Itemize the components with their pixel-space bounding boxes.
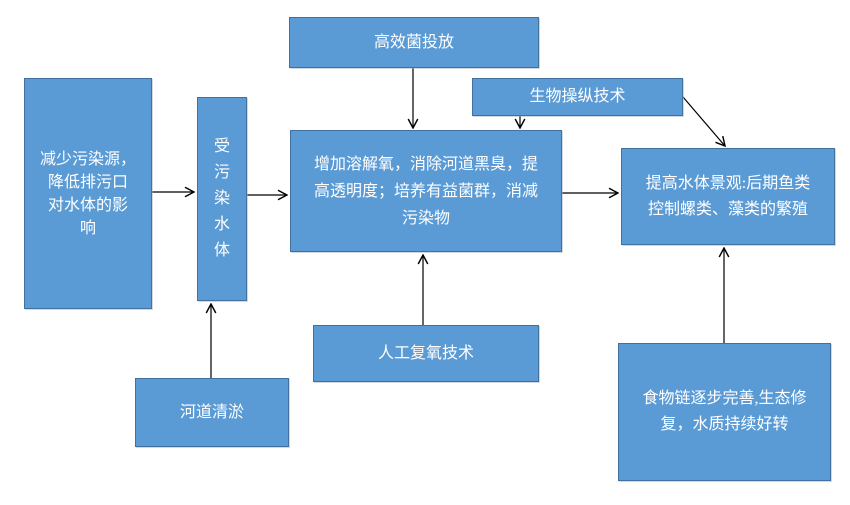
node-bio-manipulation: 生物操纵技术 <box>472 78 683 116</box>
node-bio-manipulation-label: 生物操纵技术 <box>529 88 626 106</box>
node-efficient-bacteria: 高效菌投放 <box>289 17 539 68</box>
node-reduce-pollution-label: 减少污染源， 降低排污口 对水体的影 响 <box>39 150 136 237</box>
node-improve-landscape: 提高水体景观:后期鱼类 控制螺类、藻类的繁殖 <box>621 148 835 245</box>
node-polluted-water: 受 污 染 水 体 <box>197 97 247 301</box>
node-polluted-water-label: 受 污 染 水 体 <box>213 138 230 259</box>
node-increase-oxygen-label: 增加溶解氧，消除河道黑臭，提 高透明度；培养有益菌群，消减 污染物 <box>313 155 538 227</box>
node-reduce-pollution: 减少污染源， 降低排污口 对水体的影 响 <box>24 78 152 309</box>
node-river-dredging: 河道清淤 <box>135 378 289 447</box>
node-food-chain-label: 食物链逐步完善,生态修 复，水质持续好转 <box>642 390 807 433</box>
node-increase-oxygen: 增加溶解氧，消除河道黑臭，提 高透明度；培养有益菌群，消减 污染物 <box>290 130 562 252</box>
arrow-bio-to-landscape <box>682 96 725 146</box>
node-artificial-reoxygenation-label: 人工复氧技术 <box>377 344 474 362</box>
node-efficient-bacteria-label: 高效菌投放 <box>373 33 454 51</box>
node-river-dredging-label: 河道清淤 <box>179 403 244 421</box>
node-artificial-reoxygenation: 人工复氧技术 <box>313 325 539 382</box>
node-food-chain: 食物链逐步完善,生态修 复，水质持续好转 <box>618 343 831 481</box>
node-improve-landscape-label: 提高水体景观:后期鱼类 控制螺类、藻类的繁殖 <box>645 174 811 218</box>
